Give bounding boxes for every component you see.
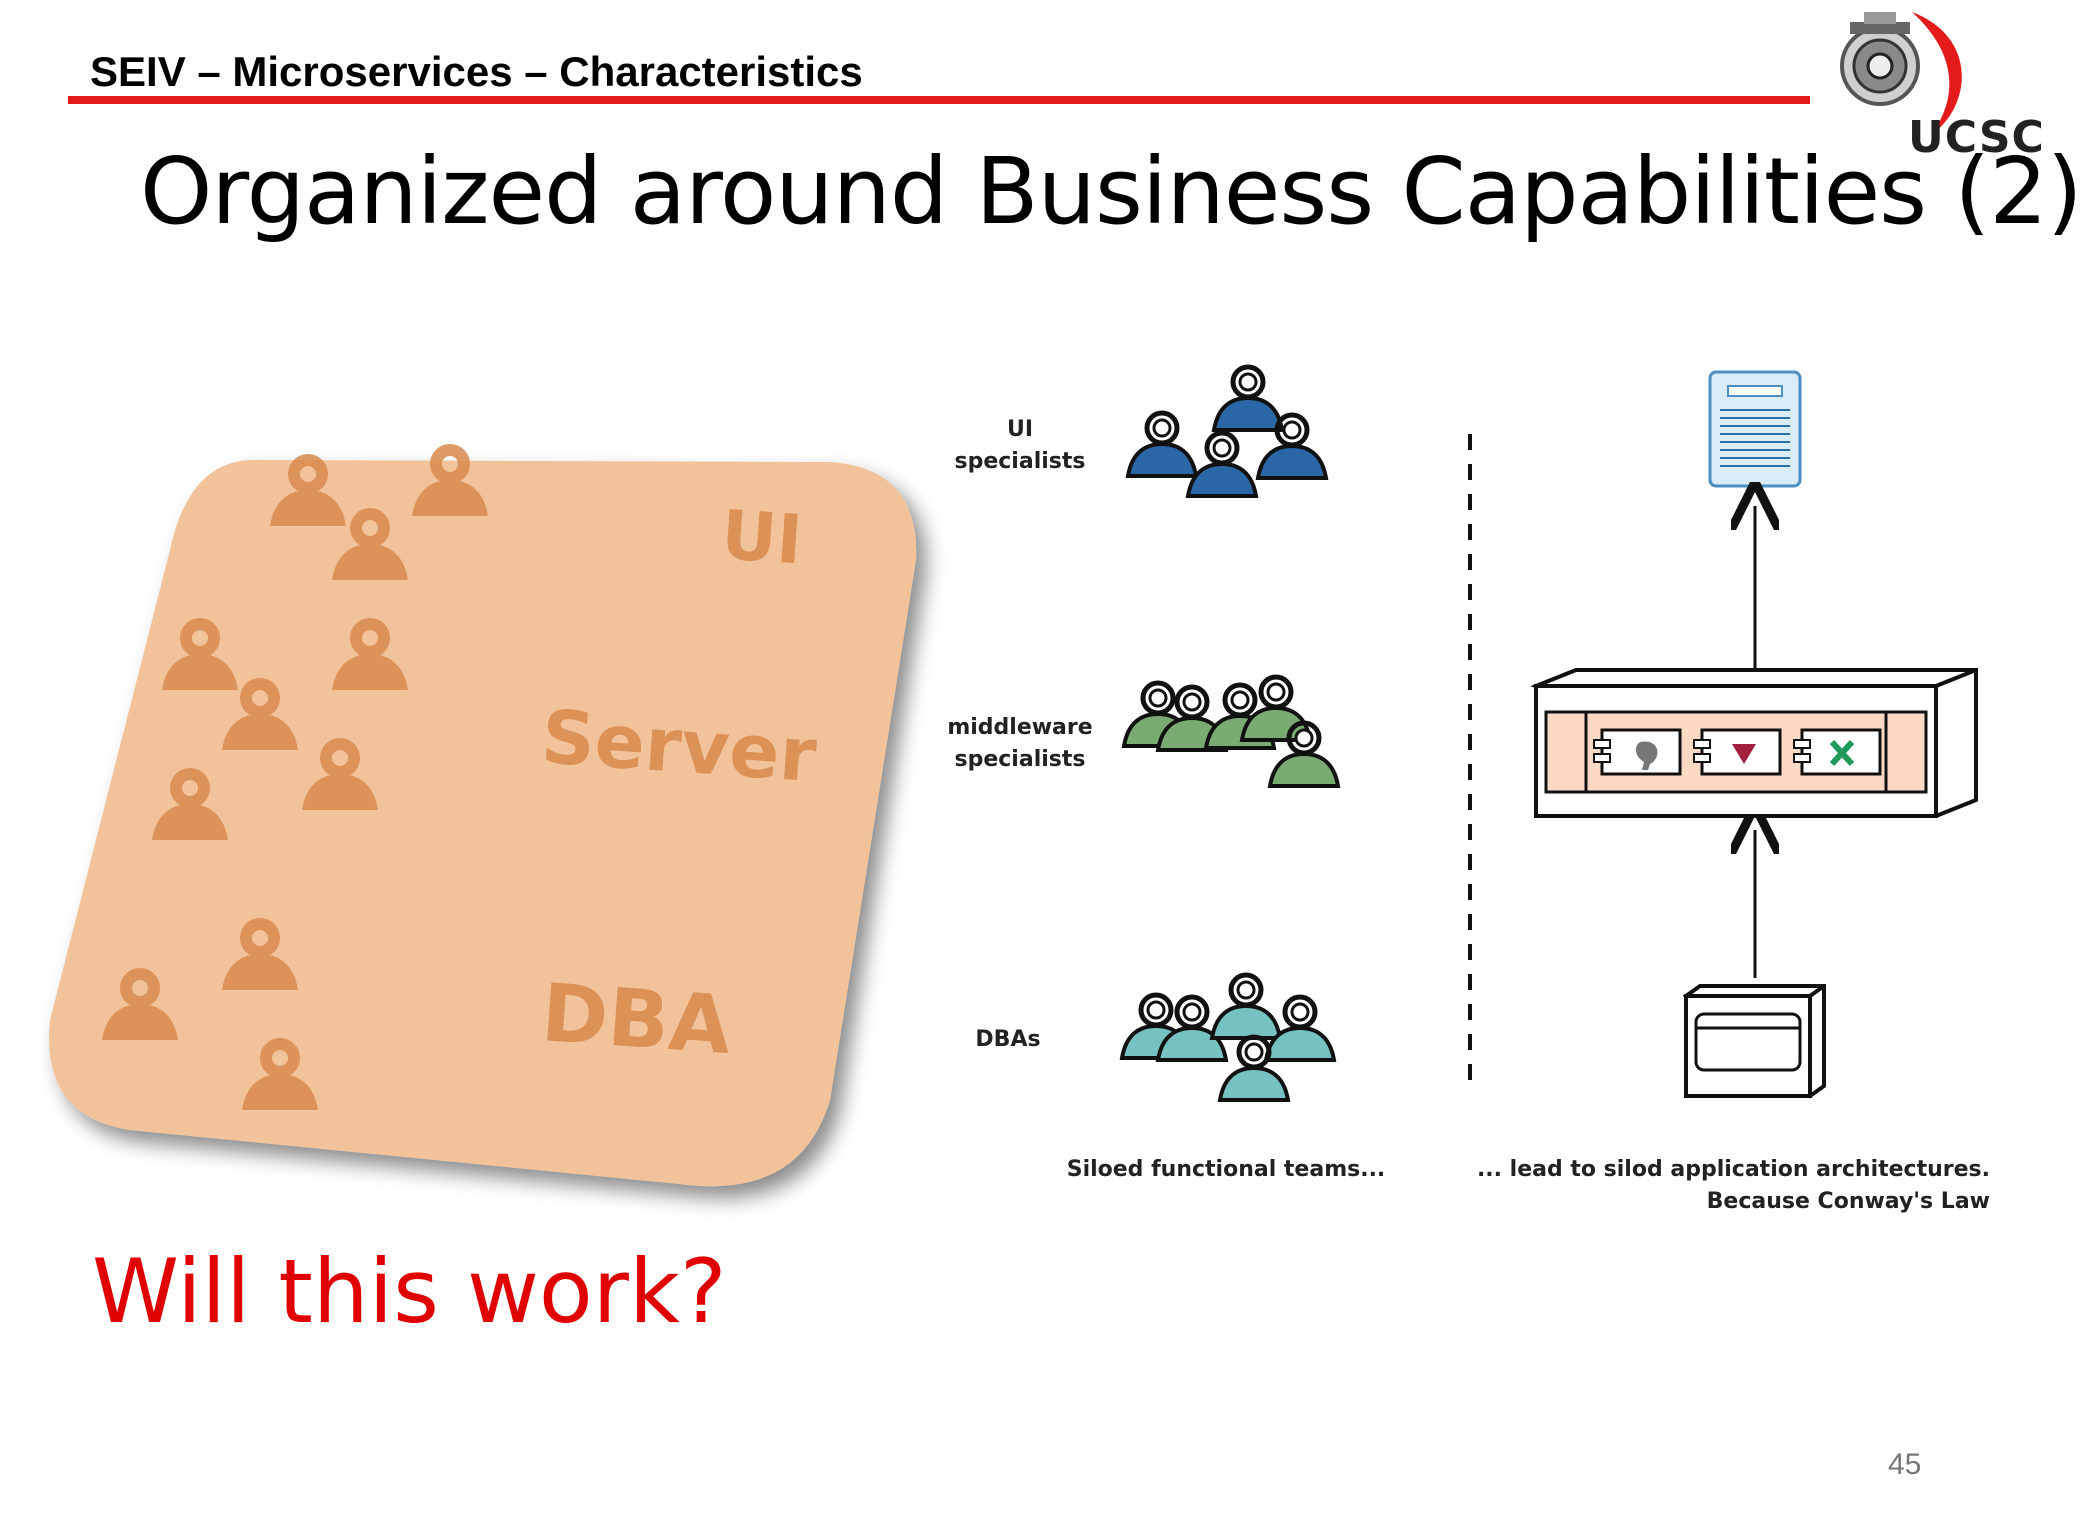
swoosh-icon bbox=[1912, 12, 1962, 134]
ucsc-logo bbox=[1840, 12, 1962, 134]
dba-team bbox=[1122, 975, 1334, 1100]
group-label-ui-line1: UI bbox=[1007, 417, 1033, 442]
layer-label-ui: UI bbox=[719, 496, 805, 580]
header-divider bbox=[68, 96, 1810, 104]
caption-siloed-teams: Siloed functional teams... bbox=[1067, 1157, 1386, 1182]
group-label-ui-line2: specialists bbox=[955, 449, 1086, 474]
group-label-middleware-line2: specialists bbox=[955, 747, 1086, 772]
team-card-image: UI Server DBA bbox=[49, 440, 917, 1187]
person-icon bbox=[1212, 975, 1280, 1038]
caption-conways-law: Because Conway's Law bbox=[1707, 1189, 1990, 1214]
course-header: SEIV – Microservices – Characteristics bbox=[90, 48, 863, 95]
group-label-dba: DBAs bbox=[975, 1027, 1040, 1052]
application-server-box bbox=[1530, 668, 1978, 819]
middleware-specialists-team bbox=[1124, 677, 1338, 786]
layer-label-server: Server bbox=[539, 694, 820, 799]
page-number: 45 bbox=[1888, 1448, 1922, 1481]
person-icon bbox=[1128, 413, 1196, 476]
document-icon bbox=[1708, 370, 1802, 488]
crest-icon bbox=[1840, 12, 1920, 106]
logo-text: UCSC bbox=[1908, 112, 2045, 163]
team-card-panel bbox=[49, 459, 917, 1187]
caption-silod-architectures: ... lead to silod application architectu… bbox=[1477, 1157, 1990, 1182]
person-icon bbox=[1188, 433, 1256, 496]
conways-law-diagram: UI specialists middleware specialists DB… bbox=[947, 350, 1990, 1214]
component-box bbox=[1793, 728, 1882, 776]
component-box bbox=[1693, 728, 1782, 776]
layer-label-dba: DBA bbox=[539, 966, 734, 1072]
slide-title: Organized around Business Capabilities (… bbox=[140, 138, 2082, 245]
database-box bbox=[1682, 984, 1826, 1099]
slide-question: Will this work? bbox=[92, 1240, 727, 1343]
ui-specialists-team bbox=[1128, 367, 1326, 496]
component-box bbox=[1593, 728, 1682, 776]
group-label-middleware-line1: middleware bbox=[947, 715, 1092, 740]
person-icon bbox=[1214, 367, 1282, 430]
